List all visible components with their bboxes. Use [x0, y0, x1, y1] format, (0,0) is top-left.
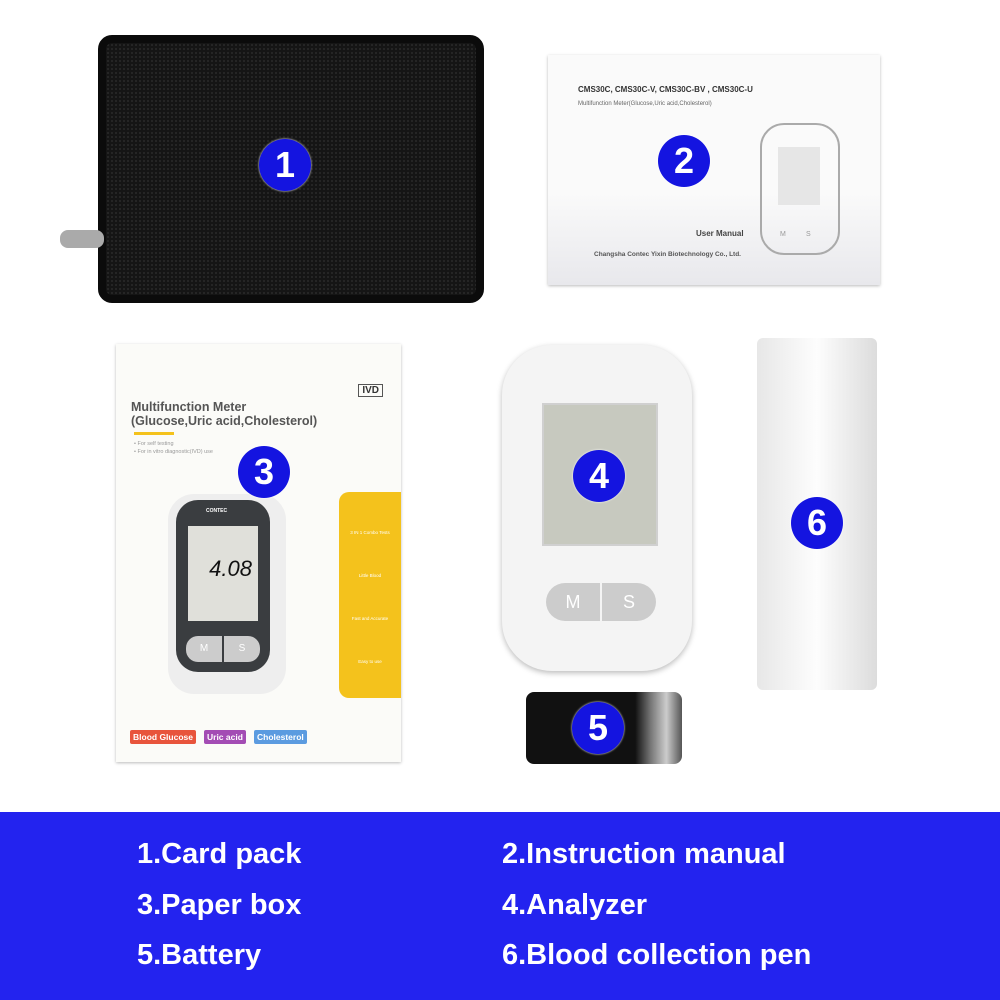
s-label: S — [806, 231, 811, 238]
legend-item: 5.Battery — [137, 939, 262, 971]
box-title-line2: (Glucose,Uric acid,Cholesterol) — [131, 414, 318, 428]
feature: Little Blood — [358, 573, 382, 578]
legend-item: 2.Instruction manual — [502, 838, 786, 870]
tag-blood-glucose: Blood Glucose — [130, 730, 196, 744]
m-label: M — [780, 231, 786, 238]
legend-banner: 1.Card pack 2.Instruction manual 3.Paper… — [0, 812, 1000, 1000]
analyzer: M S — [502, 345, 692, 671]
manual-company: Changsha Contec Yixin Biotechnology Co.,… — [594, 251, 741, 258]
bullet: • For in vitro diagnostic(IVD) use — [134, 449, 213, 455]
number-badge-1: 1 — [259, 139, 311, 191]
feature: Easy to use — [358, 659, 382, 664]
number-badge-5: 5 — [572, 702, 624, 754]
legend-item: 4.Analyzer — [502, 889, 648, 921]
manual-title: User Manual — [696, 229, 744, 238]
box-title-line1: Multifunction Meter — [131, 400, 247, 414]
manual-models: CMS30C, CMS30C-V, CMS30C-BV , CMS30C-U — [578, 85, 753, 94]
bullet: • For self testing — [134, 441, 174, 447]
manual-device-drawing: M S — [760, 123, 840, 255]
tag-uric-acid: Uric acid — [204, 730, 246, 744]
lcd-reading: 4.08 — [188, 526, 258, 621]
feature: Fast and Accurate — [351, 616, 389, 621]
feature: 3 IN 1 Combo Tests — [350, 530, 390, 535]
box-title: Multifunction Meter(Glucose,Uric acid,Ch… — [131, 400, 317, 428]
zipper-pull — [60, 230, 104, 248]
box-device-image: CONTEC 4.08 M S — [168, 494, 286, 694]
legend-item: 1.Card pack — [137, 838, 302, 870]
manual-subtitle: Multifunction Meter(Glucose,Uric acid,Ch… — [578, 101, 712, 107]
ivd-mark: IVD — [358, 384, 383, 397]
feature-panel: 3 IN 1 Combo Tests Little Blood Fast and… — [339, 492, 401, 698]
s-label: S — [224, 636, 260, 662]
number-badge-3: 3 — [238, 446, 290, 498]
legend-item: 3.Paper box — [137, 889, 302, 921]
paper-box: IVD Multifunction Meter(Glucose,Uric aci… — [116, 344, 401, 762]
number-badge-4: 4 — [573, 450, 625, 502]
brand: CONTEC — [206, 508, 228, 514]
number-badge-2: 2 — [658, 135, 710, 187]
m-label: M — [186, 636, 222, 662]
instruction-manual: CMS30C, CMS30C-V, CMS30C-BV , CMS30C-U M… — [548, 55, 880, 285]
m-button: M — [546, 583, 600, 621]
number-badge-6: 6 — [791, 497, 843, 549]
tag-cholesterol: Cholesterol — [254, 730, 307, 744]
accent-line — [134, 432, 174, 435]
s-button: S — [602, 583, 656, 621]
legend-item: 6.Blood collection pen — [502, 939, 812, 971]
